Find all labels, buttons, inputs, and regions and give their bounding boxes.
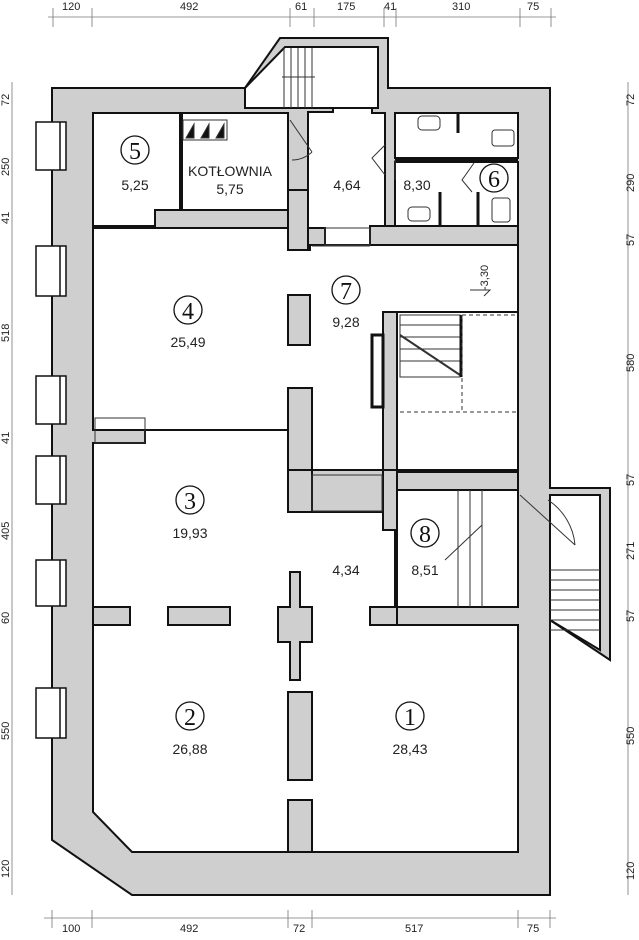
dim-left-7: 550 bbox=[0, 722, 12, 740]
room-area: 19,93 bbox=[172, 525, 207, 541]
dim-left-8: 120 bbox=[0, 860, 12, 878]
room-hall2-area: 4,34 bbox=[332, 562, 359, 578]
dim-left-3: 518 bbox=[0, 324, 12, 342]
dim-right-5: 271 bbox=[625, 542, 637, 560]
room-4: 4 25,49 bbox=[170, 295, 206, 350]
dim-left-4: 41 bbox=[0, 432, 12, 444]
room-1: 1 28,43 bbox=[392, 701, 428, 757]
dim-right-6: 57 bbox=[625, 610, 637, 622]
dim-bottom-1: 492 bbox=[180, 923, 198, 935]
dim-bottom-4: 75 bbox=[527, 923, 539, 935]
room-5: 5 5,25 bbox=[120, 135, 150, 193]
window bbox=[35, 375, 67, 425]
toilet-icon bbox=[491, 129, 515, 147]
room-area: 8,51 bbox=[411, 562, 438, 578]
window bbox=[35, 455, 67, 505]
dim-left-1: 250 bbox=[0, 158, 12, 176]
dim-left-5: 405 bbox=[0, 522, 12, 540]
room-number: 6 bbox=[488, 167, 500, 193]
dim-right-4: 57 bbox=[625, 474, 637, 486]
inner-walls bbox=[92, 112, 519, 853]
dim-top-2: 61 bbox=[295, 1, 307, 13]
dim-right-7: 550 bbox=[625, 727, 637, 745]
dim-top-0: 120 bbox=[62, 1, 80, 13]
dim-top-5: 310 bbox=[452, 1, 470, 13]
room-number: 8 bbox=[419, 522, 431, 548]
dim-top-4: 41 bbox=[384, 1, 396, 13]
dim-right-2: 57 bbox=[625, 234, 637, 246]
room-number: 5 bbox=[129, 139, 141, 165]
sink-icon bbox=[417, 115, 441, 131]
dimension-bottom: 100 492 72 517 75 bbox=[44, 910, 556, 935]
room-area: 28,43 bbox=[392, 741, 427, 757]
dimension-left: 72 250 41 518 41 405 60 550 120 bbox=[0, 82, 13, 895]
room-2: 2 26,88 bbox=[172, 701, 208, 757]
room-number: 1 bbox=[404, 705, 416, 731]
dim-top-6: 75 bbox=[527, 1, 539, 13]
window bbox=[35, 559, 67, 607]
dim-left-0: 72 bbox=[0, 94, 12, 106]
dim-right-3: 580 bbox=[625, 354, 637, 372]
room-area: 26,88 bbox=[172, 741, 207, 757]
room-6: 6 bbox=[479, 163, 509, 193]
dim-top-3: 175 bbox=[337, 1, 355, 13]
room-area: 9,28 bbox=[332, 314, 359, 330]
dim-right-0: 72 bbox=[625, 94, 637, 106]
dim-bottom-2: 72 bbox=[293, 923, 305, 935]
room-8: 8 8,51 bbox=[410, 518, 440, 578]
room-number: 2 bbox=[184, 705, 196, 731]
dim-left-6: 60 bbox=[0, 612, 12, 624]
dim-left-2: 41 bbox=[0, 212, 12, 224]
fixtures bbox=[94, 113, 518, 607]
room-area: 25,49 bbox=[170, 334, 205, 350]
room-number: 3 bbox=[184, 489, 196, 515]
room-bath-area: 8,30 bbox=[403, 177, 430, 193]
room-area: 5,25 bbox=[121, 177, 148, 193]
sink-icon bbox=[407, 206, 431, 222]
room-label: KOTŁOWNIA bbox=[188, 163, 273, 179]
window bbox=[35, 121, 67, 171]
room-3: 3 19,93 bbox=[172, 485, 208, 541]
room-7: 7 9,28 bbox=[331, 275, 361, 330]
room-hall-area: 4,64 bbox=[333, 177, 360, 193]
level-mark: -3,30 bbox=[479, 265, 491, 290]
window bbox=[35, 687, 67, 739]
room-number: 7 bbox=[340, 279, 352, 305]
windows bbox=[35, 121, 67, 739]
room-kotlownia: KOTŁOWNIA 5,75 bbox=[188, 163, 273, 197]
annex-stairs bbox=[519, 494, 600, 631]
room-number: 4 bbox=[182, 299, 194, 325]
room-labels: 5 5,25 KOTŁOWNIA 5,75 4,64 8,30 6 4 25,4… bbox=[120, 135, 509, 757]
dim-bottom-0: 100 bbox=[62, 923, 80, 935]
dimension-right: 72 290 57 580 57 271 57 550 120 bbox=[625, 82, 637, 895]
window bbox=[35, 245, 67, 297]
room-area: 5,75 bbox=[216, 181, 243, 197]
entry-stairs bbox=[282, 48, 315, 108]
dim-right-8: 120 bbox=[625, 862, 637, 880]
dim-right-1: 290 bbox=[625, 174, 637, 192]
bathtub-icon bbox=[491, 197, 511, 223]
dim-top-1: 492 bbox=[180, 1, 198, 13]
dim-bottom-3: 517 bbox=[405, 923, 423, 935]
dimension-top: 120 492 61 175 41 310 75 bbox=[48, 1, 556, 27]
